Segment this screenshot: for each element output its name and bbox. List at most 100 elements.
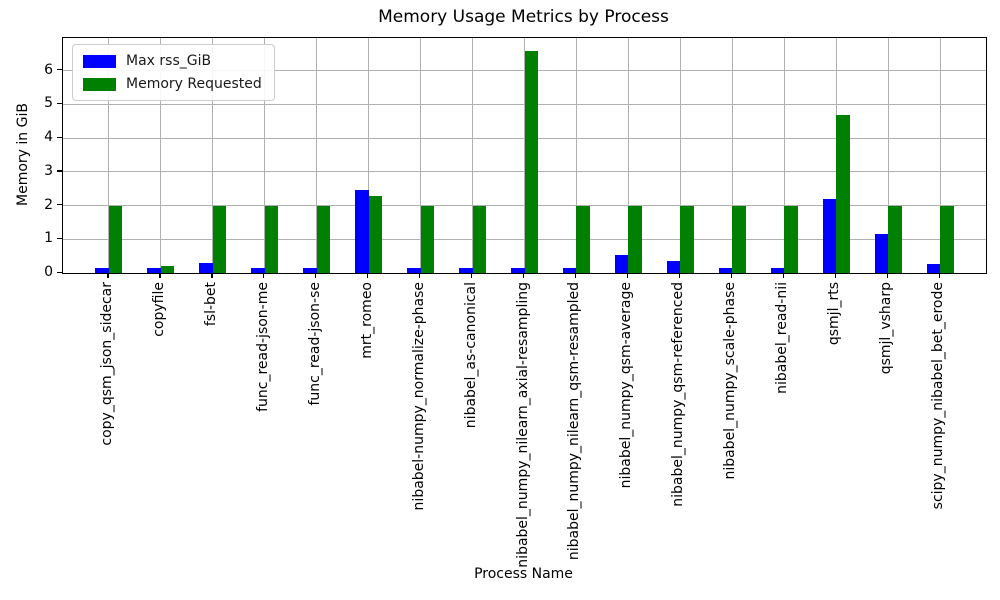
- bar-max-rss: [926, 263, 941, 273]
- plot-area: Max rss_GiB Memory Requested: [62, 37, 987, 274]
- bar-max-rss: [511, 267, 525, 273]
- x-tick-label: func_read-json-se: [306, 282, 323, 406]
- x-axis-label: Process Name: [474, 566, 573, 582]
- bar-memory-requested: [368, 195, 383, 273]
- y-tick-label: 1: [44, 230, 53, 247]
- y-tick-label: 3: [44, 162, 53, 179]
- y-tick-label: 4: [44, 129, 53, 146]
- legend-label-max-rss: Max rss_GiB: [126, 53, 212, 69]
- gridline-vertical: [264, 38, 266, 273]
- gridline-vertical: [420, 38, 422, 273]
- x-tick-mark: [523, 273, 525, 278]
- gridline-vertical: [783, 38, 785, 273]
- bar-memory-requested: [888, 205, 902, 273]
- bar-memory-requested: [472, 205, 487, 273]
- bar-memory-requested: [264, 205, 279, 273]
- x-tick-label: mrt_romeo: [358, 282, 375, 359]
- x-tick-label: copyfile: [150, 282, 167, 337]
- bar-max-rss: [614, 254, 629, 273]
- x-tick-mark: [782, 273, 784, 278]
- bar-memory-requested: [420, 205, 435, 273]
- gridline-vertical: [627, 38, 629, 273]
- x-tick-mark: [834, 273, 836, 278]
- bar-memory-requested: [576, 205, 590, 273]
- gridline-vertical: [368, 38, 370, 273]
- y-tick-mark: [57, 237, 62, 239]
- gridline-vertical: [316, 38, 318, 273]
- y-tick-mark: [57, 204, 62, 206]
- x-tick-label: nibabel_numpy_nilearn_qsm-resampled: [566, 282, 583, 561]
- x-tick-mark: [471, 273, 473, 278]
- bar-max-rss: [147, 267, 161, 273]
- bar-max-rss: [251, 267, 265, 273]
- bar-max-rss: [666, 261, 681, 273]
- legend-label-memory-requested: Memory Requested: [126, 76, 262, 92]
- gridline-vertical: [472, 38, 474, 273]
- bar-max-rss: [407, 267, 421, 273]
- bar-memory-requested: [628, 205, 642, 273]
- legend-swatch-memory-requested: [83, 77, 116, 91]
- y-tick-mark: [57, 136, 62, 138]
- bar-max-rss: [95, 267, 109, 273]
- x-tick-mark: [107, 273, 109, 278]
- gridline-vertical: [679, 38, 681, 273]
- x-tick-mark: [574, 273, 577, 278]
- x-tick-mark: [367, 273, 369, 278]
- x-tick-mark: [730, 273, 732, 278]
- gridline-vertical: [160, 38, 162, 273]
- legend-item-max-rss: Max rss_GiB: [83, 53, 262, 69]
- bar-max-rss: [822, 198, 837, 273]
- x-tick-label: nibabel_numpy_qsm-referenced: [670, 282, 687, 507]
- x-tick-mark: [938, 273, 940, 278]
- x-tick-mark: [315, 273, 317, 278]
- bar-max-rss: [199, 262, 213, 273]
- bar-memory-requested: [160, 265, 175, 273]
- x-tick-label: fsl-bet: [202, 282, 219, 327]
- bar-memory-requested: [680, 205, 694, 273]
- bar-memory-requested: [108, 205, 123, 273]
- bar-max-rss: [874, 234, 889, 273]
- x-tick-mark: [211, 273, 213, 278]
- bar-max-rss: [718, 267, 733, 273]
- bar-memory-requested: [732, 205, 746, 273]
- y-tick-mark: [57, 170, 62, 172]
- y-tick-mark: [57, 271, 62, 273]
- x-tick-label: nibabel_numpy_qsm-average: [618, 282, 635, 489]
- x-tick-label: func_read-json-me: [254, 282, 271, 412]
- x-tick-label: copy_qsm_json_sidecar: [98, 282, 115, 446]
- chart-title: Memory Usage Metrics by Process: [378, 7, 669, 27]
- bar-memory-requested: [940, 205, 954, 273]
- legend: Max rss_GiB Memory Requested: [72, 44, 275, 101]
- gridline-vertical: [575, 38, 577, 273]
- gridline-vertical: [108, 38, 110, 273]
- bar-max-rss: [303, 267, 317, 273]
- legend-swatch-max-rss: [83, 54, 116, 68]
- x-tick-mark: [263, 273, 265, 278]
- x-tick-label: nibabel_numpy_nilearn_axial-resampling: [514, 282, 531, 568]
- x-tick-label: qsmjl_rts: [826, 282, 843, 346]
- y-tick-mark: [57, 102, 62, 105]
- y-tick-label: 5: [44, 95, 53, 112]
- x-tick-label: nibabel_read-nii: [774, 282, 791, 394]
- gridline-vertical: [731, 38, 733, 273]
- y-tick-label: 6: [44, 61, 53, 78]
- gridline-vertical: [212, 38, 214, 273]
- bar-max-rss: [770, 267, 785, 273]
- bar-max-rss: [562, 267, 577, 273]
- gridline-vertical: [939, 38, 941, 273]
- bar-memory-requested: [836, 114, 850, 273]
- bar-memory-requested: [784, 205, 798, 273]
- x-tick-mark: [419, 273, 421, 278]
- x-tick-mark: [678, 273, 680, 278]
- x-tick-label: nibabel_as-canonical: [462, 282, 479, 429]
- x-tick-label: nibabel_numpy_scale-phase: [722, 282, 739, 480]
- legend-item-memory-requested: Memory Requested: [83, 76, 262, 92]
- x-tick-mark: [159, 273, 161, 278]
- x-tick-label: qsmjl_vsharp: [878, 282, 895, 375]
- x-tick-label: nibabel-numpy_normalize-phase: [410, 282, 427, 511]
- bar-memory-requested: [212, 205, 227, 273]
- y-tick-label: 2: [44, 196, 53, 213]
- x-tick-mark: [886, 273, 888, 278]
- bar-memory-requested: [316, 205, 331, 273]
